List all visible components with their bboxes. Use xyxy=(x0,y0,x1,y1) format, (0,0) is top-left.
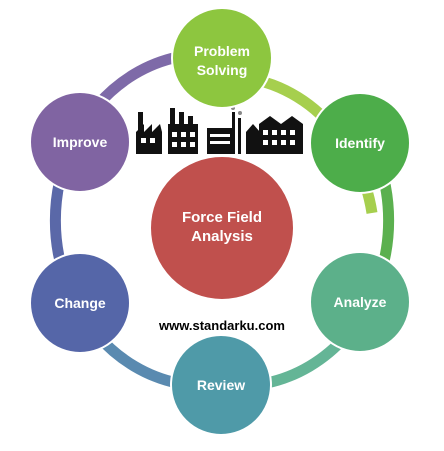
node-label-line2: Solving xyxy=(197,62,248,78)
node-label-line1: Identify xyxy=(335,135,385,151)
node-problem-solving: Problem Solving xyxy=(171,7,273,109)
node-improve: Improve xyxy=(29,91,131,193)
center-title-line2: Analysis xyxy=(191,228,253,245)
center-title-line1: Force Field xyxy=(182,209,262,226)
node-review: Review xyxy=(170,334,272,436)
node-change: Change xyxy=(29,252,131,354)
node-label-line1: Problem xyxy=(194,43,250,59)
node-label-line1: Improve xyxy=(53,134,108,150)
center-node: Force Field Analysis xyxy=(149,155,295,301)
website-url: www.standarku.com xyxy=(159,318,285,333)
node-label-line1: Change xyxy=(54,295,106,311)
node-label-line1: Analyze xyxy=(334,294,387,310)
node-analyze: Analyze xyxy=(309,251,411,353)
node-identify: Identify xyxy=(309,92,411,194)
factory-skyline-icon xyxy=(136,106,303,154)
node-label-line1: Review xyxy=(197,377,245,393)
